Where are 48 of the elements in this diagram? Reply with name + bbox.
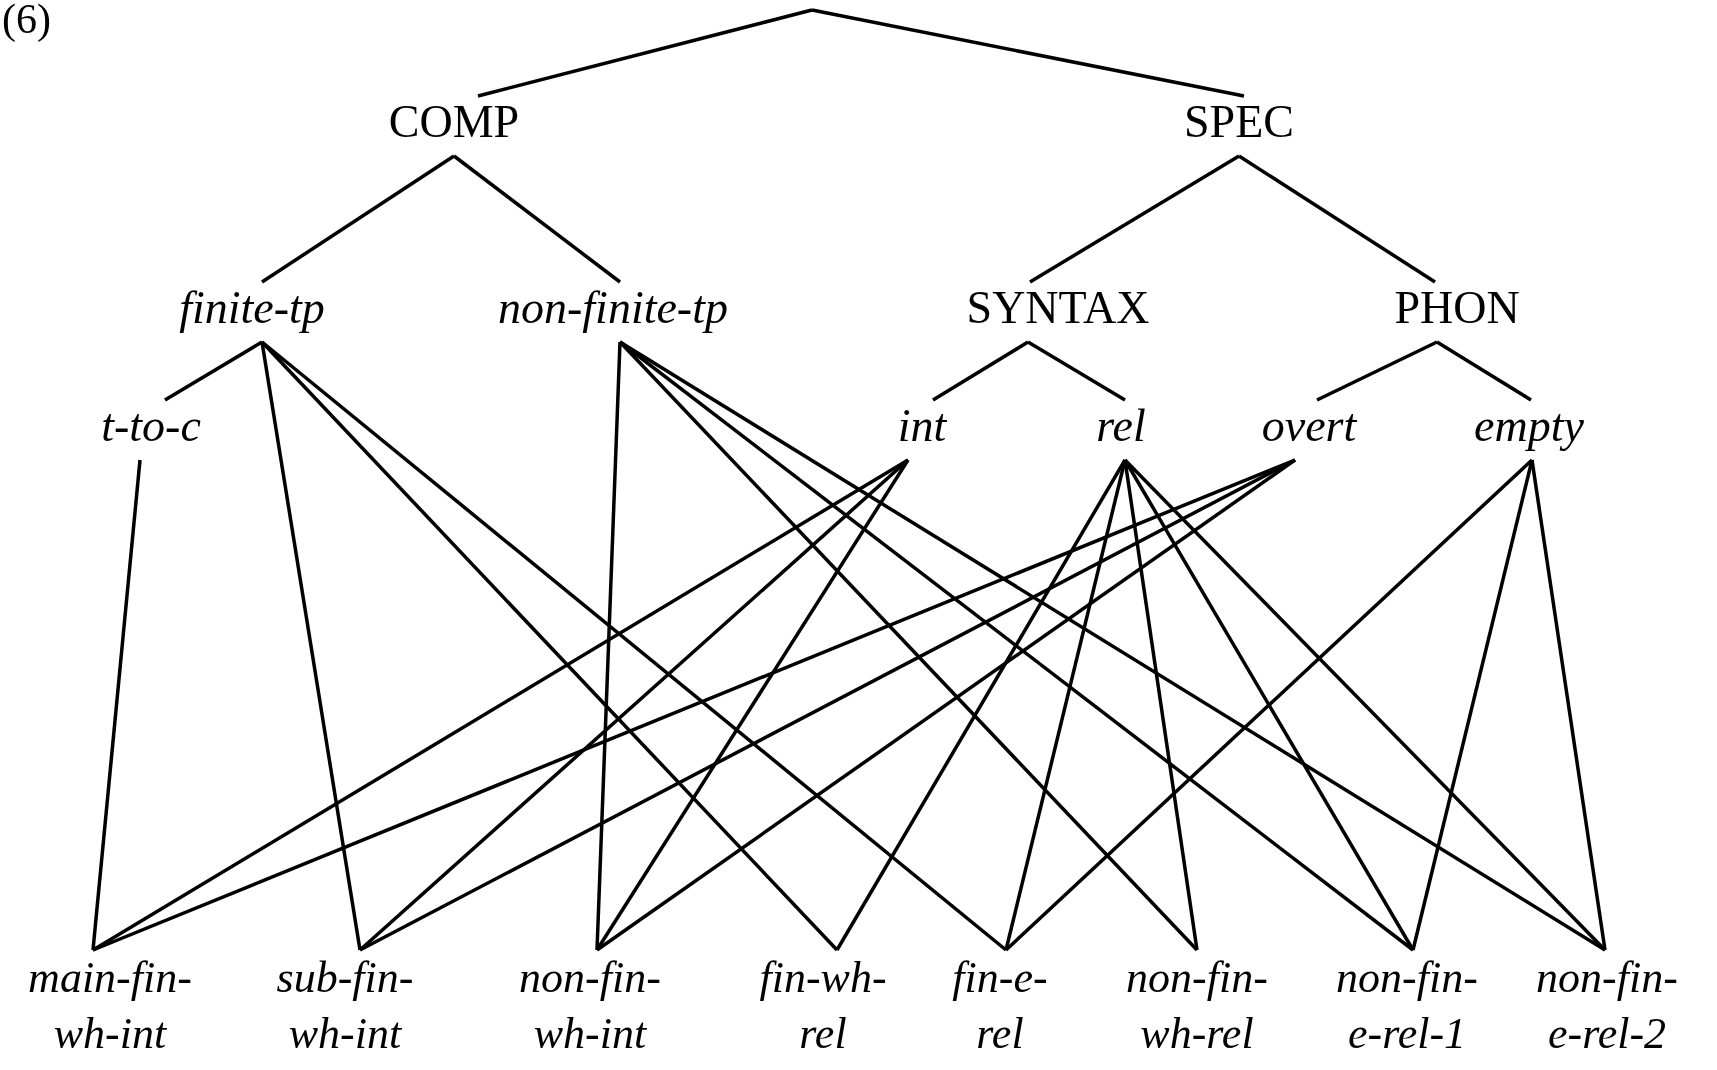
hierarchy-line xyxy=(359,458,1296,952)
hierarchy-line xyxy=(477,8,813,98)
hierarchy-line xyxy=(835,459,1127,951)
hierarchy-line xyxy=(1004,458,1534,952)
hierarchy-line xyxy=(1027,340,1126,402)
type-node-label: rel xyxy=(1092,400,1150,460)
hierarchy-line xyxy=(1316,340,1438,402)
leaf-type-label: sub-fin- wh-int xyxy=(272,950,418,1062)
type-node-label: PHON xyxy=(1390,282,1524,342)
hierarchy-line xyxy=(452,154,622,284)
hierarchy-line xyxy=(618,340,1199,952)
hierarchy-line xyxy=(91,459,142,951)
example-number: (6) xyxy=(2,0,51,42)
hierarchy-line xyxy=(932,340,1029,402)
type-node-label: non-finite-tp xyxy=(494,282,732,342)
hierarchy-line xyxy=(811,8,1245,98)
leaf-type-label: non-fin- wh-rel xyxy=(1122,950,1272,1062)
type-node-label: SYNTAX xyxy=(962,282,1154,342)
hierarchy-line xyxy=(1411,459,1534,951)
hierarchy-line xyxy=(1123,458,1607,952)
hierarchy-line xyxy=(260,340,1008,952)
hierarchy-line xyxy=(595,459,910,951)
type-node-label: t-to-c xyxy=(97,400,205,460)
leaf-type-label: fin-wh- rel xyxy=(755,950,891,1062)
hierarchy-line xyxy=(260,341,362,951)
leaf-type-label: non-fin- e-rel-1 xyxy=(1332,950,1482,1062)
hierarchy-line xyxy=(595,341,622,951)
hierarchy-line xyxy=(164,340,263,402)
hierarchy-line xyxy=(1123,459,1415,951)
type-node-label: finite-tp xyxy=(175,282,329,342)
type-node-label: COMP xyxy=(384,96,524,156)
hierarchy-line xyxy=(1004,459,1127,951)
type-node-label: SPEC xyxy=(1180,96,1298,156)
type-node-label: empty xyxy=(1470,400,1588,460)
hierarchy-line xyxy=(596,458,1296,952)
hierarchy-line xyxy=(1238,154,1436,284)
leaf-type-label: non-fin- e-rel-2 xyxy=(1532,950,1682,1062)
hierarchy-line xyxy=(1436,340,1532,402)
hierarchy-line xyxy=(1530,459,1607,951)
leaf-type-label: non-fin- wh-int xyxy=(515,950,665,1062)
hierarchy-line xyxy=(1029,154,1240,284)
type-node-label: int xyxy=(893,400,951,460)
hierarchy-line xyxy=(260,340,839,952)
leaf-type-label: fin-e- rel xyxy=(948,950,1052,1062)
hierarchy-line xyxy=(261,154,455,284)
hierarchy-line xyxy=(619,340,1606,952)
leaf-type-label: main-fin- wh-int xyxy=(24,950,196,1062)
type-node-label: overt xyxy=(1257,400,1361,460)
